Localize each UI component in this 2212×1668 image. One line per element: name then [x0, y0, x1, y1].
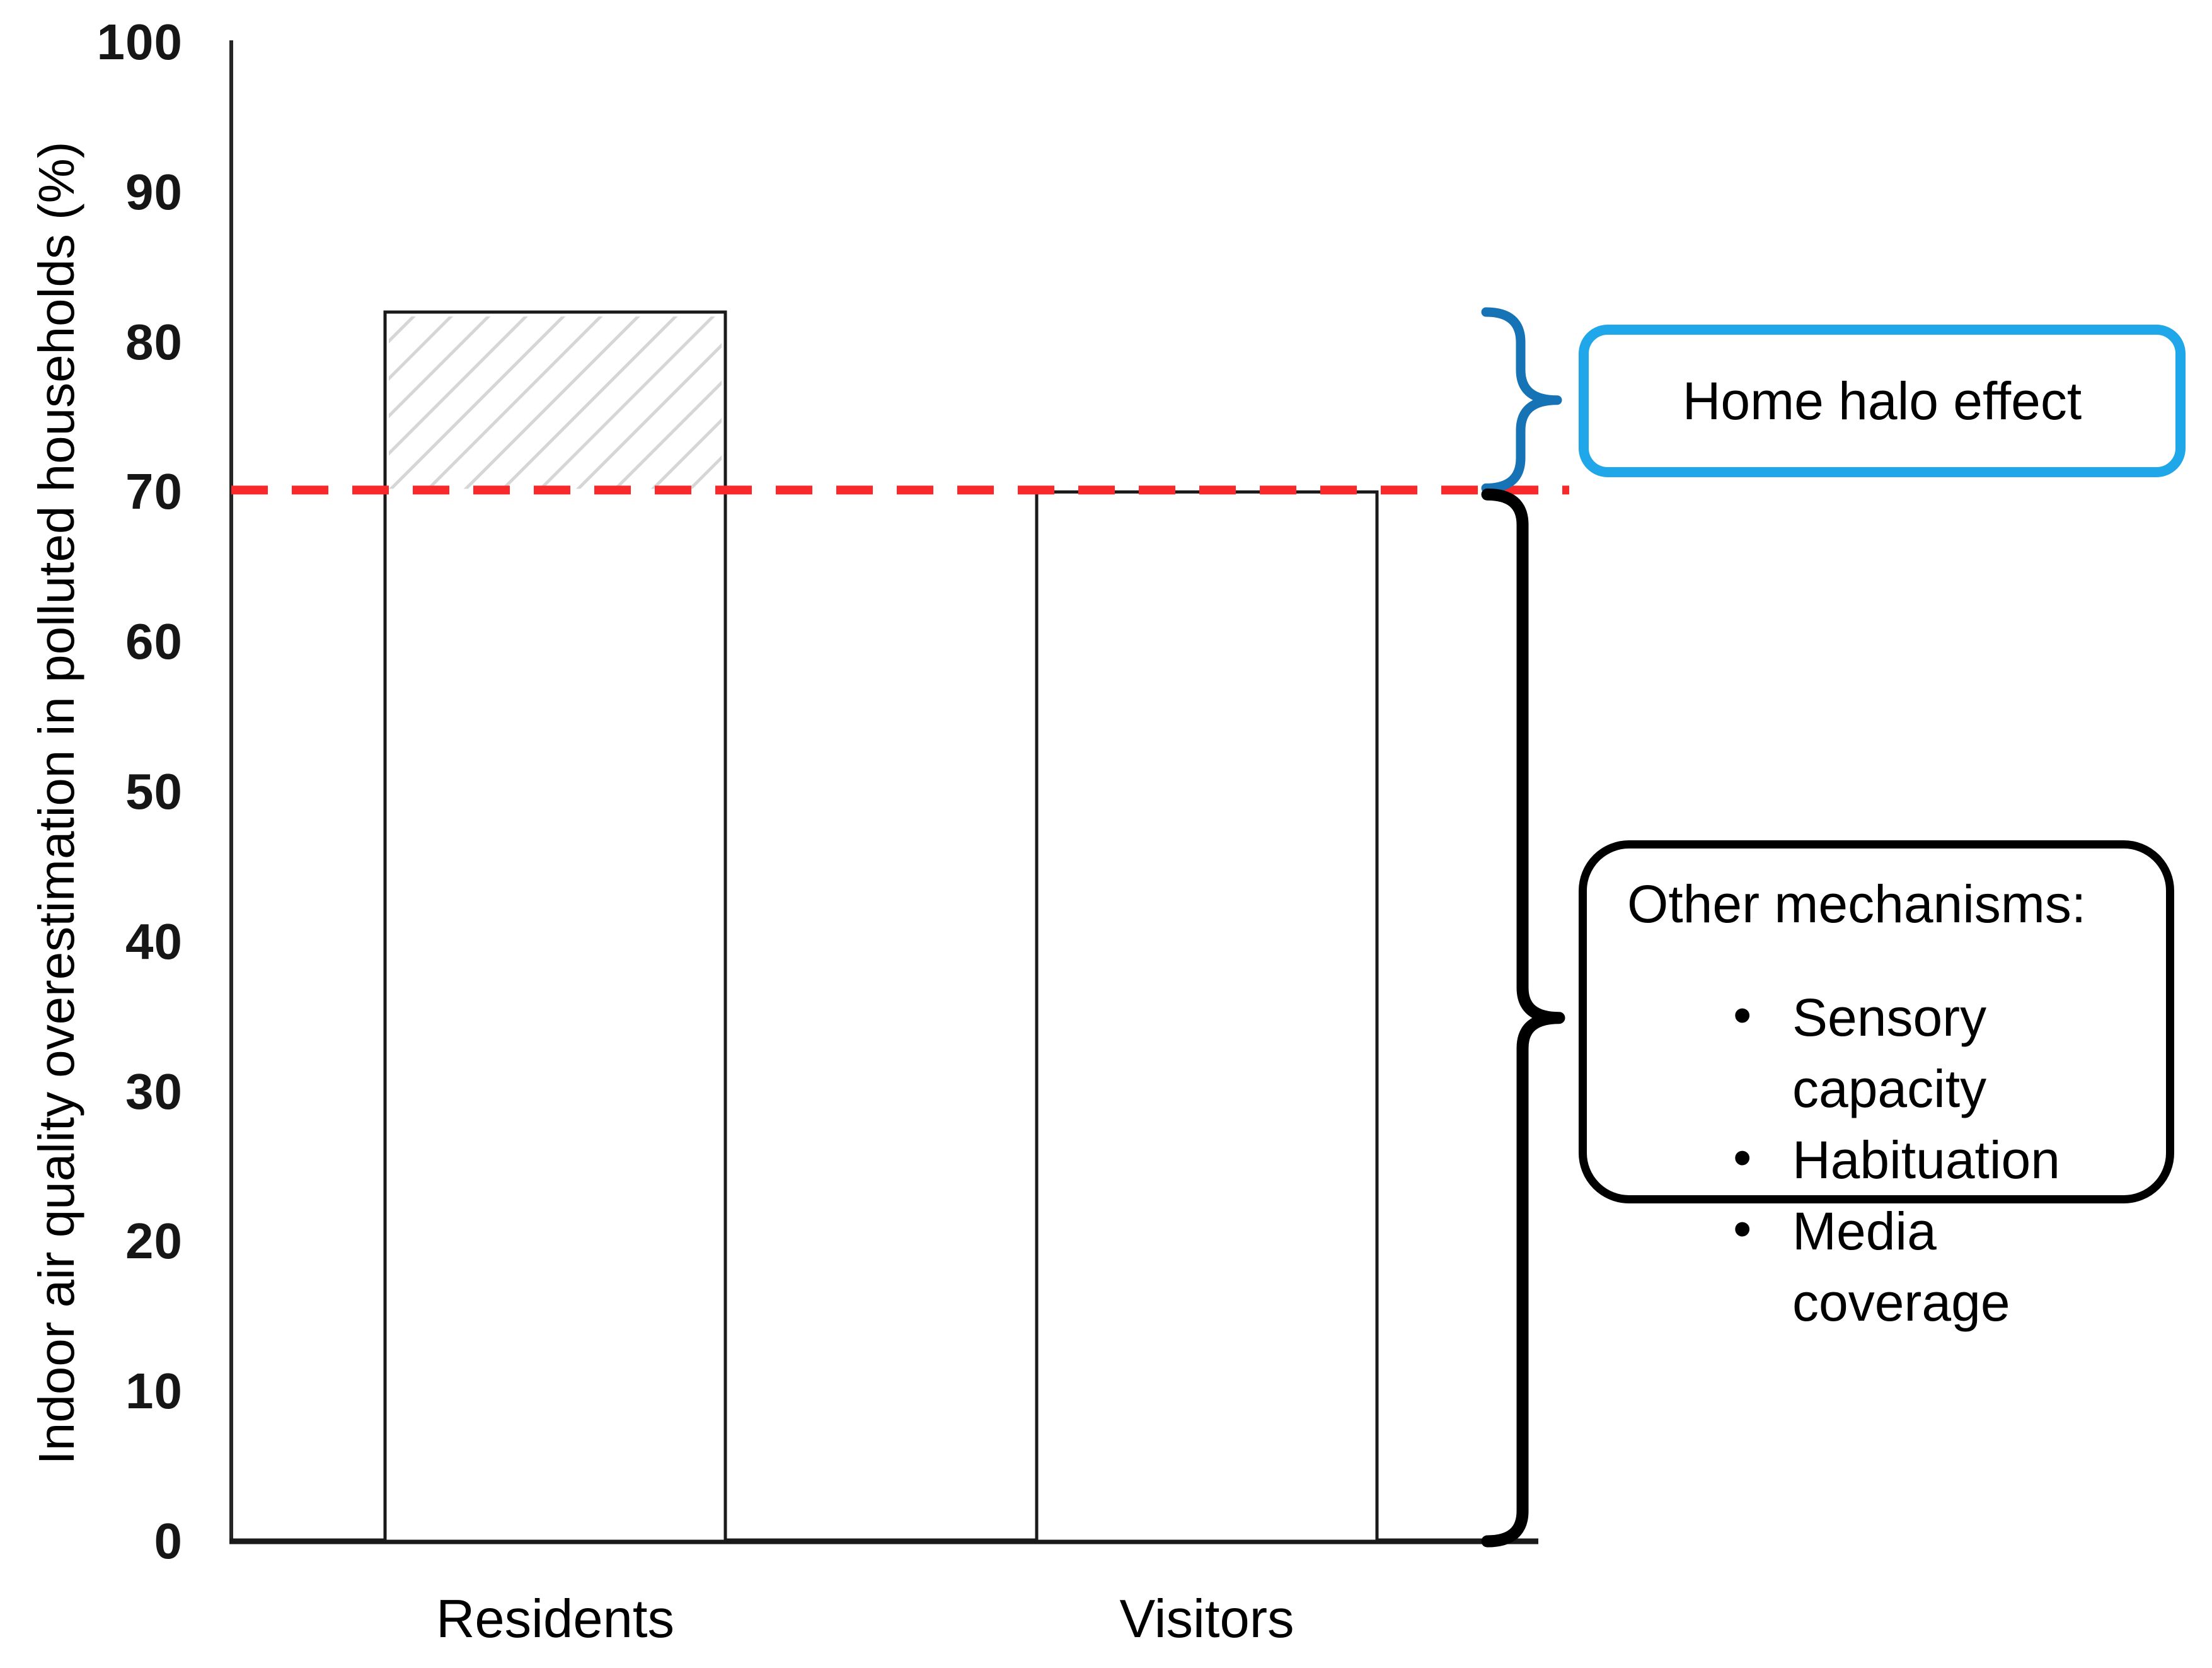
y-tick-label: 50 [125, 763, 183, 820]
y-tick-label: 10 [125, 1363, 183, 1420]
bar-residents [383, 310, 727, 1543]
x-category-label-residents: Residents [436, 1589, 674, 1649]
bullet-icon: • [1733, 1199, 1752, 1258]
y-tick-label: 60 [125, 613, 183, 670]
list-item: • Media coverage [1627, 1196, 2147, 1338]
bullet-icon: • [1733, 1128, 1752, 1187]
home-halo-effect-callout: Home halo effect [1579, 325, 2186, 477]
home-halo-effect-label: Home halo effect [1682, 371, 2082, 431]
y-tick-label: 80 [125, 313, 183, 370]
y-tick-label: 30 [125, 1063, 183, 1120]
other-mechanisms-brace [1481, 488, 1565, 1548]
y-tick-label: 100 [96, 14, 183, 70]
home-halo-brace [1481, 307, 1562, 493]
hatched-segment [389, 316, 722, 489]
bars-group [383, 310, 1379, 1543]
list-item-label: Media coverage [1792, 1202, 2010, 1332]
other-mechanisms-callout: Other mechanisms: • Sensory capacity • H… [1579, 840, 2174, 1332]
bar-visitors [1035, 490, 1379, 1543]
x-category-label-visitors: Visitors [1119, 1589, 1294, 1649]
list-item-label: Sensory capacity [1792, 988, 1987, 1118]
hatch-group [389, 316, 722, 489]
list-item: • Sensory capacity [1627, 982, 2147, 1125]
y-tick-label: 40 [125, 913, 183, 970]
y-axis-title: Indoor air quality overestimation in pol… [28, 141, 84, 1465]
y-tick-label: 0 [154, 1513, 183, 1569]
list-item: • Habituation [1627, 1125, 2147, 1196]
other-mechanisms-title: Other mechanisms: [1627, 874, 2087, 934]
y-tick-label: 90 [125, 163, 183, 220]
y-tick-label: 20 [125, 1213, 183, 1270]
y-tick-label: 70 [125, 463, 183, 520]
other-mechanisms-list: • Sensory capacity • Habituation • Media… [1627, 982, 2147, 1338]
bullet-icon: • [1733, 985, 1752, 1045]
list-item-label: Habituation [1792, 1130, 2060, 1190]
